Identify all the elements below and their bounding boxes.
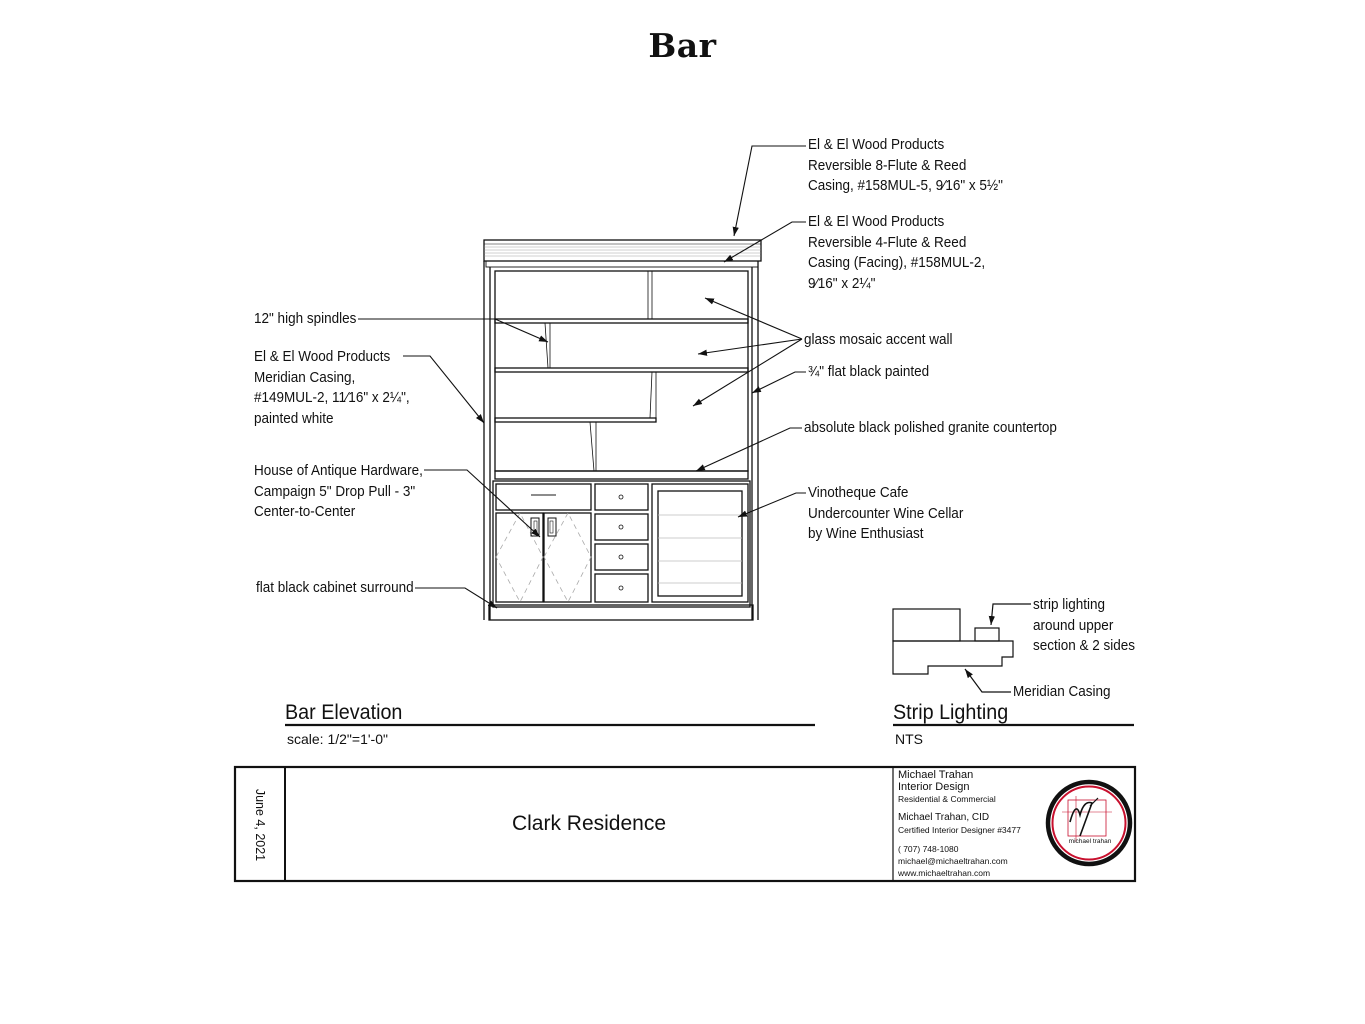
project-name: Clark Residence bbox=[511, 812, 667, 835]
callout-flat-black: ¾" flat black painted bbox=[808, 363, 930, 380]
firm-logo bbox=[1045, 779, 1133, 867]
callout-wine-cellar: Vinotheque Cafe Undercounter Wine Cellar… bbox=[808, 484, 964, 542]
bar-elevation-drawing bbox=[483, 239, 762, 621]
callout-meridian-casing: El & El Wood Products Meridian Casing, #… bbox=[254, 348, 410, 427]
callout-4-flute-casing: El & El Wood Products Reversible 4-Flute… bbox=[808, 213, 986, 292]
callout-spindles: 12" high spindles bbox=[254, 310, 357, 327]
leader-lines bbox=[358, 145, 806, 609]
callout-strip-lighting: strip lighting around upper section & 2 … bbox=[1033, 596, 1136, 654]
firm-info: Michael Trahan Interior Design Residenti… bbox=[898, 769, 1021, 878]
elevation-scale: scale: 1/2"=1'-0" bbox=[287, 731, 388, 747]
title-block-date: June 4, 2021 bbox=[253, 788, 267, 862]
strip-scale: NTS bbox=[895, 731, 923, 747]
title-block-frame bbox=[233, 765, 1137, 883]
logo-caption: michael trahan bbox=[1068, 838, 1112, 845]
strip-view-title: Strip Lighting bbox=[893, 701, 1009, 724]
elevation-view-title: Bar Elevation bbox=[285, 701, 403, 724]
callout-strip-meridian: Meridian Casing bbox=[1013, 683, 1111, 700]
page-title: Bar bbox=[648, 26, 717, 65]
callout-cabinet-surround: flat black cabinet surround bbox=[256, 579, 414, 596]
callout-granite: absolute black polished granite countert… bbox=[804, 419, 1057, 436]
callout-mosaic-wall: glass mosaic accent wall bbox=[804, 331, 953, 348]
callout-8-flute-casing: El & El Wood Products Reversible 8-Flute… bbox=[808, 136, 1003, 194]
callout-hardware: House of Antique Hardware, Campaign 5" D… bbox=[254, 462, 423, 520]
strip-lighting-detail bbox=[892, 603, 1031, 693]
